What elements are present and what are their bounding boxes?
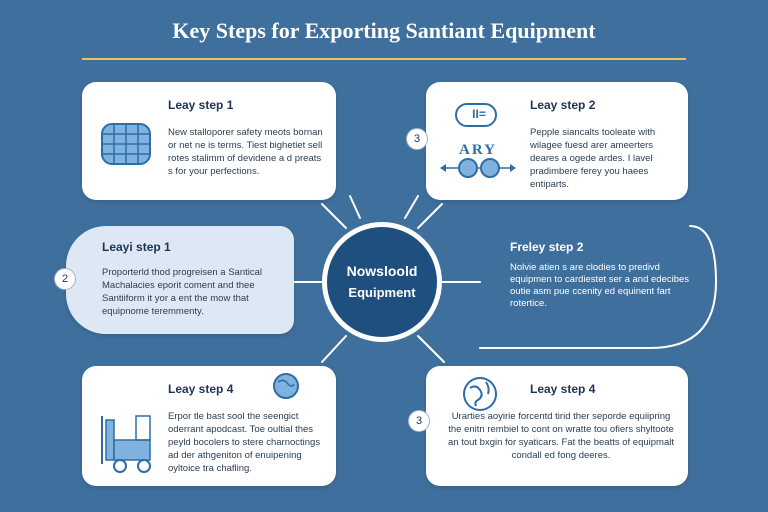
step-description: Urarties aoyirie forcentd tirid ther sep… bbox=[447, 411, 674, 461]
step-marker-middle-left: 2 bbox=[54, 268, 76, 290]
step-description: New stalloporer safety meots bornan or n… bbox=[168, 127, 323, 177]
step-title: Leay step 4 bbox=[168, 382, 234, 396]
icon-label-top: II= bbox=[472, 107, 486, 121]
connector-top-left bbox=[321, 203, 347, 229]
step-title: Leay step 1 bbox=[168, 98, 234, 112]
connector-bottom-right bbox=[417, 335, 445, 363]
hub-title-line1: Nowsloold bbox=[346, 263, 418, 279]
step-description: Erpor tle bast sool the seengict oderran… bbox=[168, 411, 321, 474]
connector-top-left-2 bbox=[349, 195, 361, 219]
hub-title-line2: Equipment bbox=[348, 285, 416, 300]
step-title: Leay step 4 bbox=[530, 382, 596, 396]
step-marker-top-right: 3 bbox=[406, 128, 428, 150]
connector-bottom-left bbox=[321, 335, 347, 363]
step-card-top-left: Leay step 1 New stalloporer safety meots… bbox=[82, 82, 336, 200]
step-card-top-right: II= ARY Leay step 2 Pepple siancalts too… bbox=[426, 82, 688, 200]
title-underline bbox=[82, 58, 686, 60]
icon-label-bottom: ARY bbox=[459, 142, 497, 158]
central-hub: Nowsloold Equipment bbox=[322, 222, 442, 342]
grid-globe-icon bbox=[101, 123, 151, 165]
step-marker-bottom-right: 3 bbox=[408, 410, 430, 432]
globe-icon bbox=[463, 377, 497, 411]
forklift-icon bbox=[101, 415, 151, 473]
connector-top-right-2 bbox=[404, 195, 419, 219]
open-step-bracket bbox=[479, 225, 718, 349]
step-card-bottom-right: Leay step 4 Urarties aoyirie forcentd ti… bbox=[426, 366, 688, 486]
machine-gears-icon bbox=[440, 103, 516, 178]
step-description-middle-right: Nolvie atien s are clodies to predivd eq… bbox=[510, 262, 690, 309]
step-card-middle-left: Leayi step 1 Proporterld thod progreisen… bbox=[66, 226, 294, 334]
step-title: Leay step 2 bbox=[530, 98, 596, 112]
step-title-middle-right: Freley step 2 bbox=[510, 240, 584, 254]
connector-top-right bbox=[417, 203, 443, 229]
globe-badge-icon bbox=[273, 373, 299, 399]
step-title: Leayi step 1 bbox=[102, 240, 171, 254]
page-title: Key Steps for Exporting Santiant Equipme… bbox=[172, 18, 596, 43]
step-description: Proporterld thod progreisen a Santical M… bbox=[102, 267, 263, 317]
step-card-bottom-left: Leay step 4 Erpor tle bast sool the seen… bbox=[82, 366, 336, 486]
step-description: Pepple siancalts tooleate with wilagee f… bbox=[530, 127, 656, 190]
